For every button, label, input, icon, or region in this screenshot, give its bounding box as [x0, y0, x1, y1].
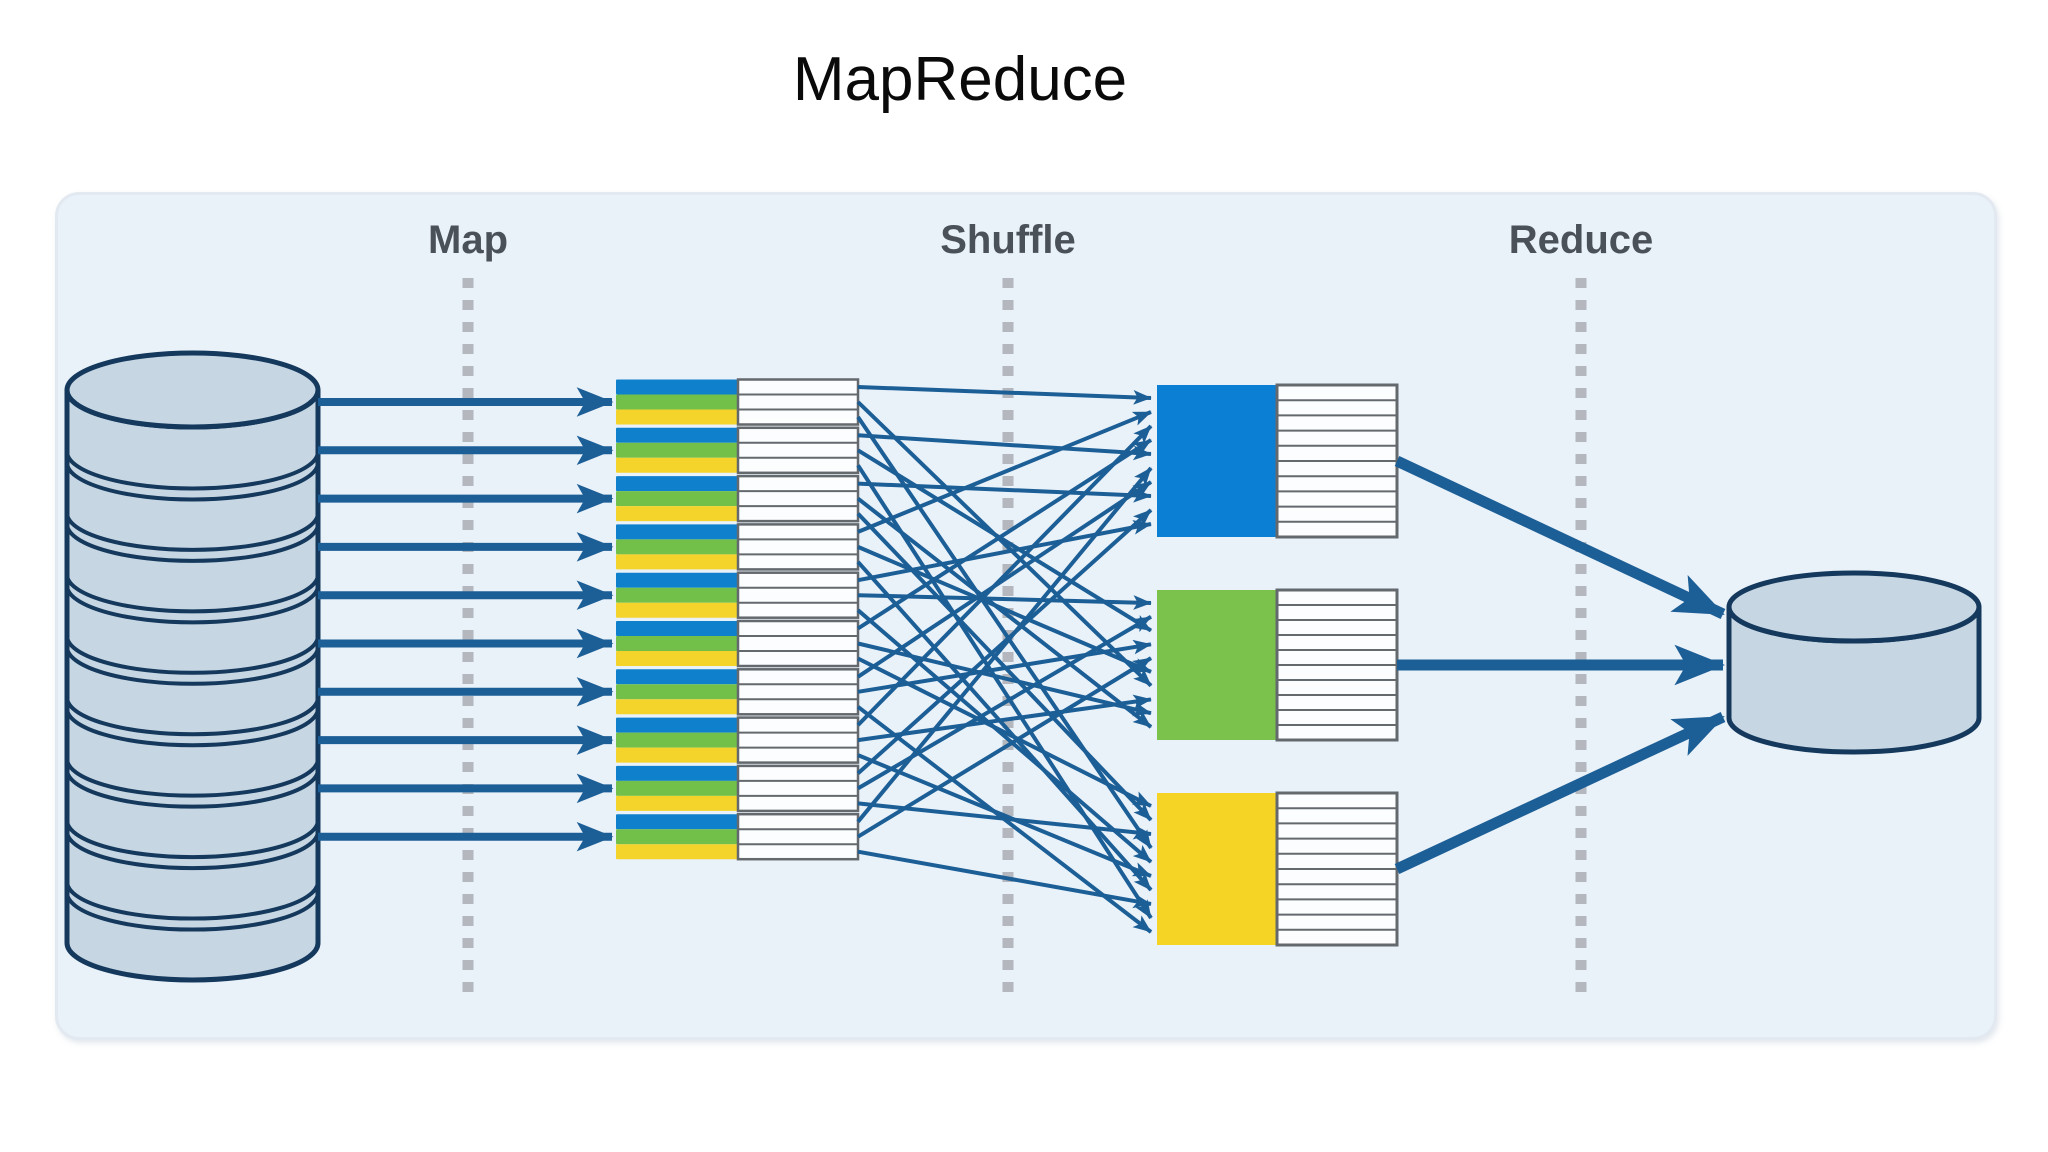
map-output-records-block [736, 764, 860, 813]
shuffle-line [857, 481, 1152, 503]
map-output-records-block [736, 571, 860, 619]
map-output-records-block [736, 474, 860, 523]
map-input-split-block [616, 814, 738, 860]
shuffle-line [857, 433, 1152, 461]
shuffle-line [856, 400, 1153, 688]
shuffle-line [857, 849, 1152, 909]
shuffle-line [857, 641, 1152, 717]
shuffle-line [857, 520, 1152, 583]
map-output-records-block [736, 523, 860, 571]
map-task-row [318, 426, 860, 475]
map-task-row [318, 716, 860, 764]
map-task-row [318, 474, 860, 523]
reduce-to-output-arrow [1394, 456, 1726, 619]
shuffle-line [856, 438, 1153, 631]
map-input-split-block [616, 717, 738, 763]
map-output-records-block [736, 716, 860, 764]
map-task-row [318, 812, 860, 861]
map-task-row [318, 378, 860, 426]
map-output-records-block [736, 426, 860, 475]
shuffle-line [857, 753, 1152, 878]
diagram-title: MapReduce [792, 45, 1128, 114]
shuffle-line [856, 656, 1153, 839]
map-task-row [318, 619, 860, 668]
shuffle-line [856, 466, 1153, 823]
shuffle-line [856, 424, 1153, 727]
input-database-cylinder-icon [64, 350, 321, 983]
shuffle-line [857, 694, 1152, 743]
shuffle-line [857, 639, 1152, 694]
shuffle-line [856, 608, 1153, 864]
phase-label-map: Map [428, 218, 508, 262]
output-database-cylinder-icon [1726, 570, 1982, 755]
map-input-split-block [616, 572, 738, 618]
shuffle-line [856, 508, 1153, 775]
shuffle-line [856, 480, 1153, 679]
shuffle-line [856, 560, 1153, 892]
partition-yellow [1157, 791, 1399, 947]
phase-label-shuffle: Shuffle [940, 218, 1076, 262]
shuffle-line [857, 385, 1152, 405]
partition-color-block [1157, 385, 1277, 537]
map-output-records-block [736, 378, 860, 426]
partition-green [1157, 588, 1399, 742]
map-input-split-block [616, 765, 738, 811]
partition-color-block [1157, 590, 1277, 740]
map-task-row [318, 571, 860, 619]
shuffle-line [856, 464, 1153, 920]
map-input-split-block [616, 524, 738, 570]
map-input-split-block [616, 379, 738, 425]
map-task-row [318, 523, 860, 571]
shuffle-line [857, 410, 1152, 534]
map-task-row [318, 764, 860, 813]
map-output-records-block [736, 619, 860, 668]
shuffle-lines [856, 385, 1153, 934]
map-task-row [318, 668, 860, 716]
map-output-records-block [736, 668, 860, 716]
map-input-split-block [616, 476, 738, 522]
shuffle-line [856, 415, 1153, 850]
partition-blue [1157, 383, 1399, 539]
partition-color-block [1157, 793, 1277, 945]
map-input-split-block [616, 669, 738, 715]
map-input-split-block [616, 427, 738, 473]
reduce-to-output-arrow [1394, 712, 1726, 874]
map-output-records-block [736, 812, 860, 861]
phase-label-reduce: Reduce [1508, 218, 1654, 262]
map-input-split-block [616, 621, 738, 666]
